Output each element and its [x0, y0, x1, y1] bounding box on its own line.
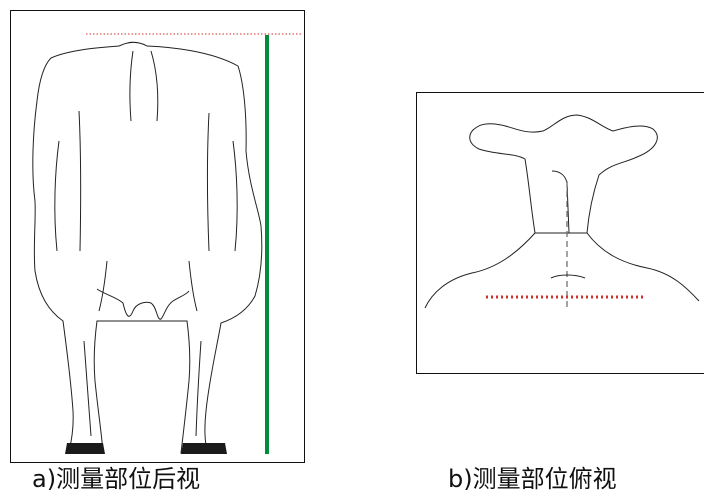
right-hoof	[181, 443, 227, 454]
right-leg-inner-line	[195, 340, 202, 437]
left-hoof	[65, 443, 105, 454]
rear-view-panel	[10, 10, 305, 463]
left-hip-line	[78, 110, 82, 252]
left-flank-line	[54, 140, 60, 252]
caption-rear-view: a)测量部位后视	[32, 465, 201, 493]
rear-view-drawing	[32, 33, 303, 454]
right-flank-line	[232, 140, 238, 252]
tail-line-right	[150, 50, 159, 122]
udder	[96, 288, 190, 320]
right-hip-line	[207, 112, 210, 252]
top-view-drawing	[424, 114, 700, 309]
caption-top-view: b)测量部位俯视	[448, 465, 617, 493]
tail-line-left	[129, 50, 134, 122]
cow-body-outline	[32, 41, 263, 454]
inner-left-leg	[98, 260, 108, 312]
cow-back-outline	[424, 232, 700, 309]
left-leg-inner-line	[83, 340, 92, 437]
inner-right-leg	[188, 260, 198, 312]
top-view-panel	[416, 92, 704, 374]
hip-arc	[550, 274, 586, 279]
cow-head-outline	[469, 114, 658, 234]
